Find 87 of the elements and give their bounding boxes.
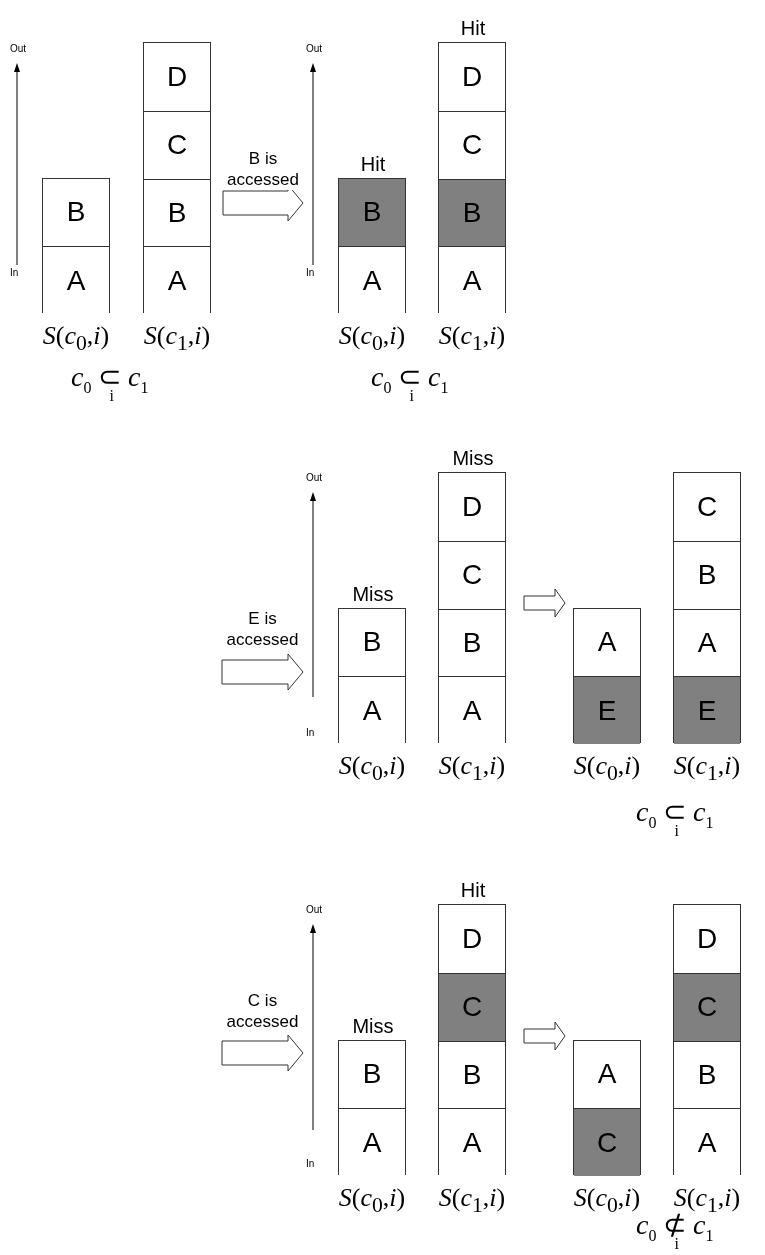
cache-cell [339, 246, 405, 314]
stack-column [573, 607, 641, 743]
set-label: S(c$_{0}$,i) [337, 1183, 407, 1219]
cell-letter: D [166, 60, 188, 93]
axis-label: In [306, 727, 315, 738]
cell-letter: A [597, 1058, 617, 1091]
cell-letter: A [66, 264, 86, 297]
cell-letter: B [362, 626, 382, 659]
result-label: Miss [451, 447, 495, 470]
block-arrow [221, 653, 304, 691]
cache-cell [339, 676, 405, 744]
cell-letter: B [362, 1058, 382, 1091]
cell-letter: D [461, 60, 483, 93]
block-arrow [523, 588, 566, 618]
cell-letter: A [362, 264, 382, 297]
cell-letter: B [462, 196, 482, 229]
set-label: S(c$_{0}$,i) [572, 1183, 642, 1219]
cell-letter: E [697, 694, 717, 727]
cell-letter: A [462, 1126, 482, 1159]
cell-letter: A [167, 264, 187, 297]
result-label: Hit [459, 17, 487, 40]
stack-column [143, 42, 211, 313]
stack-column [673, 472, 741, 743]
highlighted-cell [674, 676, 740, 744]
cache-cell [439, 676, 505, 744]
cell-letter: C [461, 559, 483, 592]
cache-cell [439, 246, 505, 314]
set-label: S(c$_{1}$,i) [437, 321, 507, 357]
highlighted-cell [574, 676, 640, 744]
cell-letter: A [697, 1126, 717, 1159]
cell-letter: C [461, 129, 483, 162]
cell-letter: B [462, 1058, 482, 1091]
result-label: Hit [359, 152, 387, 176]
result-label: Miss [351, 582, 395, 606]
cache-cell [43, 246, 109, 314]
block-arrow [523, 1021, 566, 1051]
set-label: S(c$_{0}$,i) [337, 321, 407, 357]
stack-column [573, 1039, 641, 1175]
axis-label: Out [10, 43, 27, 54]
cell-letter: B [697, 559, 717, 592]
set-label: S(c$_{1}$,i) [437, 751, 507, 787]
axis-label: Out [306, 472, 323, 483]
highlighted-cell [574, 1108, 640, 1176]
axis-label: Out [306, 43, 323, 54]
cell-letter: D [696, 922, 718, 955]
cell-letter: C [596, 1126, 618, 1159]
cell-letter: B [167, 196, 187, 229]
result-label: Hit [459, 879, 487, 902]
cell-letter: A [462, 694, 482, 727]
axis-label: In [306, 1158, 315, 1169]
axis-label: Out [306, 904, 323, 915]
cell-letter: E [597, 694, 617, 727]
cell-letter: A [597, 626, 617, 659]
highlighted-cell [339, 178, 405, 247]
axis-label: In [306, 267, 315, 278]
set-label: S(c$_{1}$,i) [672, 751, 742, 787]
cell-letter: C [461, 991, 483, 1024]
cell-letter: B [462, 626, 482, 659]
axis-label: In [10, 267, 19, 278]
cache-cell [439, 1108, 505, 1176]
cell-letter: A [462, 264, 482, 297]
cell-letter: C [696, 991, 718, 1024]
set-label: S(c$_{0}$,i) [572, 751, 642, 787]
cell-letter: B [362, 196, 382, 229]
set-label: S(c$_{1}$,i) [142, 321, 212, 357]
cache-cell [674, 1108, 740, 1176]
result-label: Miss [351, 1014, 395, 1038]
cell-letter: D [461, 490, 483, 523]
cache-cell [339, 1108, 405, 1176]
set-label: S(c$_{1}$,i) [437, 1183, 507, 1219]
highlighted-cell [439, 178, 505, 247]
cell-letter: A [362, 694, 382, 727]
highlighted-cell [674, 972, 740, 1041]
highlighted-cell [439, 972, 505, 1041]
stack-column [673, 904, 741, 1175]
stack-column [42, 177, 110, 313]
cell-letter: A [697, 626, 717, 659]
cell-letter: D [461, 922, 483, 955]
cache-cell [144, 246, 210, 314]
set-label: S(c$_{0}$,i) [41, 321, 111, 357]
cell-letter: B [66, 196, 86, 229]
cell-letter: C [166, 129, 188, 162]
cell-letter: A [362, 1126, 382, 1159]
cell-letter: C [696, 490, 718, 523]
set-label: S(c$_{0}$,i) [337, 751, 407, 787]
block-arrow [221, 1034, 304, 1072]
cell-letter: B [697, 1058, 717, 1091]
